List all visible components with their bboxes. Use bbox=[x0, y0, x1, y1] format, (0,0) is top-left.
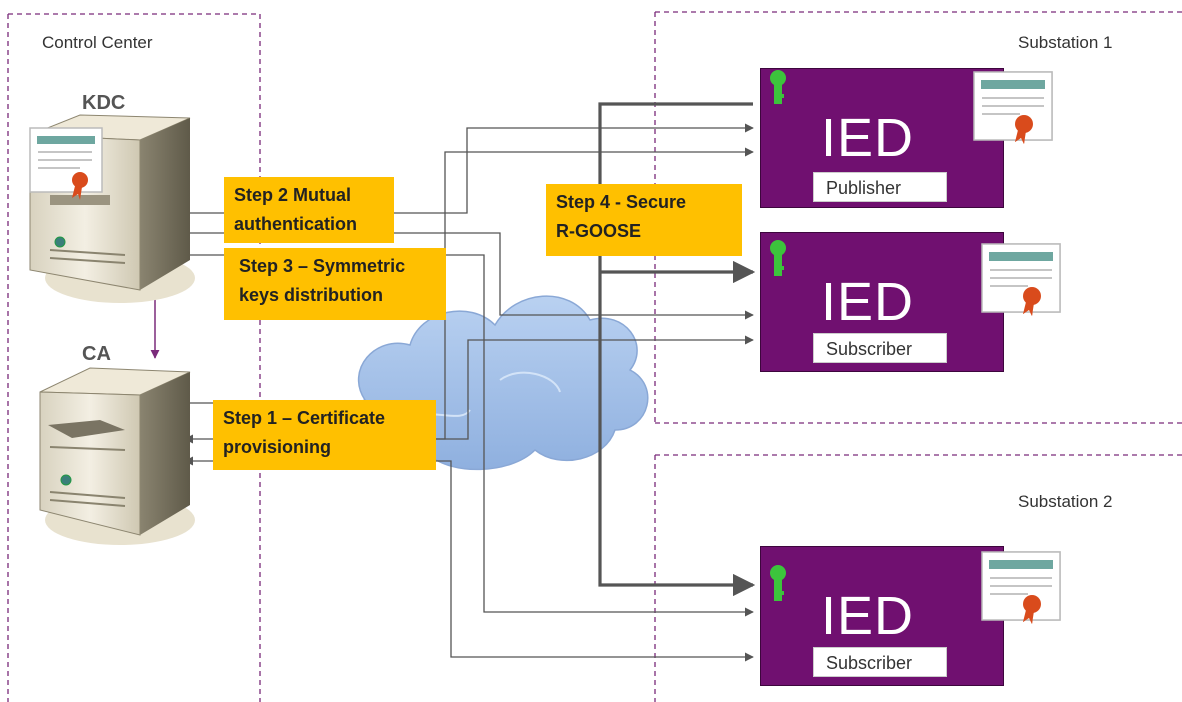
substation-2-label: Substation 2 bbox=[1018, 492, 1113, 511]
r-goose-bus bbox=[598, 102, 756, 597]
ied-title: IED bbox=[821, 108, 915, 168]
ied-title: IED bbox=[821, 586, 915, 646]
step-1-line-2: provisioning bbox=[223, 437, 331, 457]
ied-publisher: IED Publisher bbox=[760, 68, 1004, 208]
kdc-label: KDC bbox=[82, 92, 126, 114]
substation-2-boundary bbox=[654, 454, 1182, 702]
step-4-line-1: Step 4 - Secure bbox=[556, 192, 687, 212]
ca-server-icon bbox=[39, 367, 195, 545]
ied-role-label: Publisher bbox=[813, 172, 947, 202]
certificate-icon bbox=[29, 127, 103, 200]
step-1-box: Step 1 – Certificate provisioning bbox=[213, 400, 436, 470]
step-3-line-1: Step 3 – Symmetric bbox=[239, 256, 406, 276]
ca-label: CA bbox=[82, 343, 111, 365]
step-2-line-2: authentication bbox=[234, 214, 358, 234]
step-1-line-1: Step 1 – Certificate bbox=[223, 408, 386, 428]
ied-title: IED bbox=[821, 272, 915, 332]
ied-role-label: Subscriber bbox=[813, 333, 947, 363]
step-3-line-2: keys distribution bbox=[239, 285, 384, 305]
step-2-box: Step 2 Mutual authentication bbox=[224, 177, 394, 243]
step-2-line-1: Step 2 Mutual bbox=[234, 185, 352, 205]
ied-subscriber-2: IED Subscriber bbox=[760, 546, 1004, 686]
step-3-box: Step 3 – Symmetric keys distribution bbox=[224, 248, 446, 320]
ied-subscriber-1: IED Subscriber bbox=[760, 232, 1004, 372]
ied-role-label: Subscriber bbox=[813, 647, 947, 677]
step-4-line-2: R-GOOSE bbox=[556, 221, 642, 241]
control-center-label: Control Center bbox=[42, 33, 153, 52]
step-4-box: Step 4 - Secure R-GOOSE bbox=[546, 184, 742, 256]
substation-1-label: Substation 1 bbox=[1018, 33, 1113, 52]
